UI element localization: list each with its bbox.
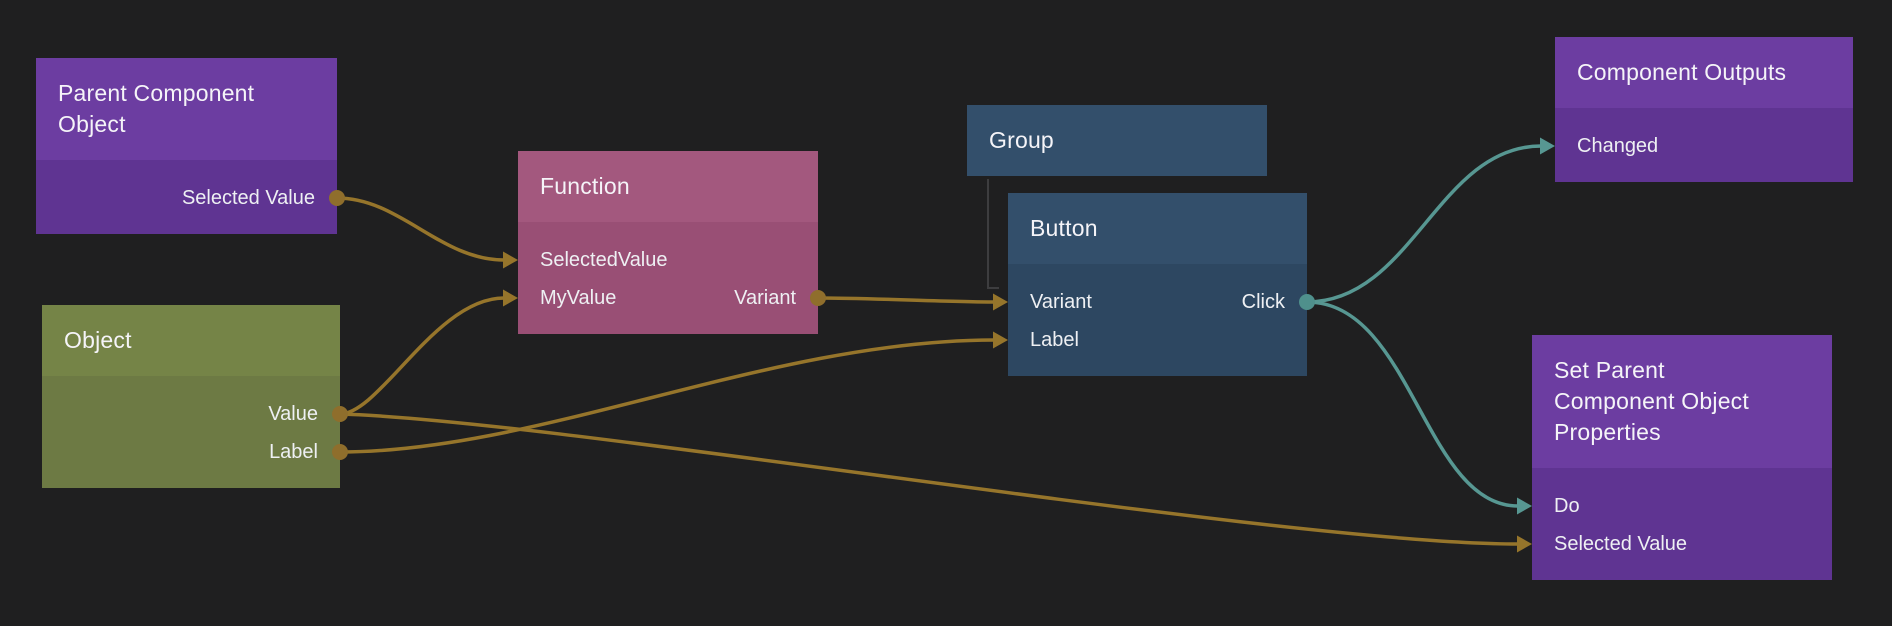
arrowhead-set-properties-selected-value [1517,535,1532,553]
input-port-label-myvalue[interactable]: MyValue [540,286,617,309]
port-row: Changed [1555,127,1853,165]
node-title: Component Outputs [1577,59,1787,85]
wire-object-value-to-set-properties-selected-value[interactable] [339,412,1519,546]
node-set-parent-component-object-properties[interactable]: Set Parent Component Object Properties D… [1532,335,1832,580]
wire-button-click-to-component-outputs-changed[interactable] [1306,144,1542,304]
node-function[interactable]: Function SelectedValue MyValue Variant [518,151,818,334]
node-title: Button [1030,215,1098,241]
node-body: Do Selected Value [1532,468,1832,580]
node-title: Function [540,173,630,199]
output-port-label-value[interactable]: Value [268,402,318,425]
arrowhead-button-label [993,331,1008,349]
output-port-label-click[interactable]: Click [1241,290,1285,313]
port-row: Label [1008,321,1307,359]
port-row: Label [42,433,340,471]
output-port-label-selected-value[interactable]: Selected Value [181,186,315,209]
wire-object-label-to-button-label[interactable] [339,338,995,454]
output-port-label-variant[interactable]: Variant [734,286,796,309]
node-header[interactable]: Set Parent Component Object Properties [1532,335,1832,468]
arrowhead-function-myvalue [503,289,518,307]
input-port-label-do[interactable]: Do [1554,494,1580,517]
input-port-label-changed[interactable]: Changed [1577,134,1659,157]
arrowhead-component-outputs-changed [1540,137,1555,155]
node-button[interactable]: Button Variant Click Label [1008,193,1307,376]
node-object[interactable]: Object Value Label [42,305,340,488]
node-parent-component-object[interactable]: Parent Component Object Selected Value [36,58,337,234]
port-row: Do [1532,487,1832,525]
node-header[interactable]: Button [1008,193,1307,264]
port-row: MyValue Variant [518,279,818,317]
wire-function-variant-to-button-variant[interactable] [817,296,995,304]
node-component-outputs[interactable]: Component Outputs Changed [1555,37,1853,182]
node-header[interactable]: Group [967,105,1267,176]
input-port-label-label[interactable]: Label [1030,328,1079,351]
node-title: Object [64,327,132,353]
node-group[interactable]: Group [967,105,1267,176]
wire-parent-component-object-selected-value-to-function-selectedvalue[interactable] [336,196,505,262]
port-row: Selected Value [1532,525,1832,563]
node-title: Set Parent Component Object Properties [1554,357,1749,445]
node-header[interactable]: Function [518,151,818,222]
arrowhead-function-selectedvalue [503,251,518,269]
port-row: SelectedValue [518,241,818,279]
input-port-label-selectedvalue[interactable]: SelectedValue [540,248,668,271]
port-row: Value [42,395,340,433]
node-body: Value Label [42,376,340,488]
output-port-label-label[interactable]: Label [269,440,318,463]
wire-object-value-to-function-myvalue[interactable] [339,296,505,416]
node-header[interactable]: Parent Component Object [36,58,337,160]
arrowhead-button-variant [993,293,1008,311]
node-title: Parent Component Object [58,80,255,137]
input-port-label-selected-value[interactable]: Selected Value [1554,532,1688,555]
node-body: Selected Value [36,160,337,234]
port-row: Selected Value [36,179,337,217]
node-header[interactable]: Object [42,305,340,376]
wire-button-click-to-set-properties-do[interactable] [1306,300,1519,508]
input-port-label-variant[interactable]: Variant [1030,290,1092,313]
node-header[interactable]: Component Outputs [1555,37,1853,108]
port-row: Variant Click [1008,283,1307,321]
hierarchy-line-group-to-button [987,179,999,289]
arrowhead-set-properties-do [1517,497,1532,515]
node-body: SelectedValue MyValue Variant [518,222,818,334]
node-title: Group [989,127,1054,153]
node-body: Changed [1555,108,1853,182]
node-body: Variant Click Label [1008,264,1307,376]
